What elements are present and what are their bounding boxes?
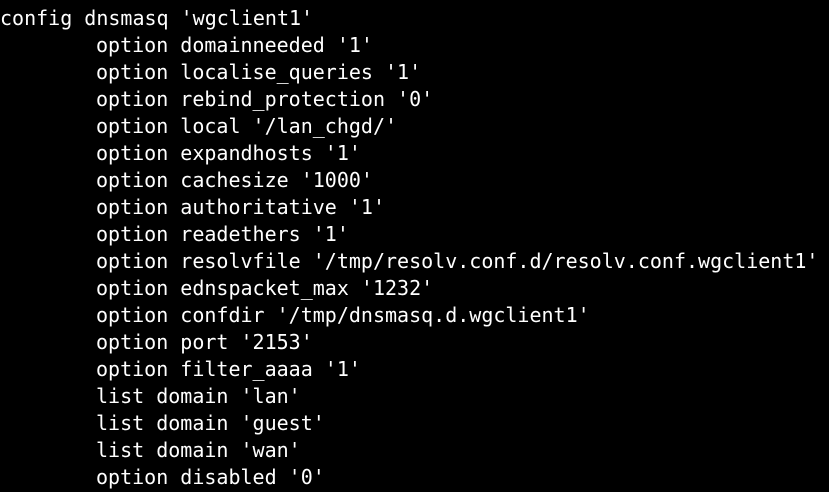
config-header-line: config dnsmasq 'wgclient1' bbox=[0, 6, 314, 30]
config-option-line: option expandhosts '1' bbox=[96, 141, 361, 165]
config-option-line: option confdir '/tmp/dnsmasq.d.wgclient1… bbox=[96, 303, 590, 327]
config-list-line: list domain 'lan' bbox=[96, 384, 301, 408]
config-option-line: option authoritative '1' bbox=[96, 195, 385, 219]
config-option-line: option ednspacket_max '1232' bbox=[96, 276, 434, 300]
config-list-line: list domain 'wan' bbox=[96, 438, 301, 462]
config-option-line: option disabled '0' bbox=[96, 465, 325, 489]
config-list-line: list domain 'guest' bbox=[96, 411, 325, 435]
config-option-line: option localise_queries '1' bbox=[96, 60, 422, 84]
config-option-line: option port '2153' bbox=[96, 330, 313, 354]
config-option-line: option domainneeded '1' bbox=[96, 33, 373, 57]
config-option-line: option resolvfile '/tmp/resolv.conf.d/re… bbox=[96, 249, 819, 273]
config-option-line: option readethers '1' bbox=[96, 222, 349, 246]
config-option-line: option local '/lan_chgd/' bbox=[96, 114, 398, 138]
config-option-line: option filter_aaaa '1' bbox=[96, 357, 361, 381]
config-option-line: option cachesize '1000' bbox=[96, 168, 373, 192]
config-option-line: option rebind_protection '0' bbox=[96, 87, 434, 111]
